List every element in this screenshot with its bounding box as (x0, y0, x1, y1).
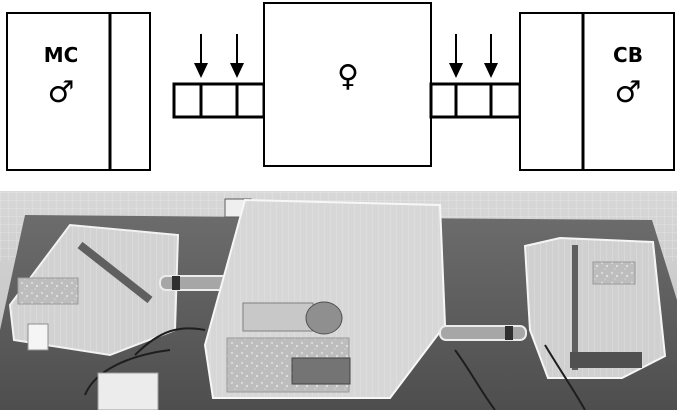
left-cage: MC ♂ (7, 13, 150, 170)
photo-right-tube (440, 326, 526, 340)
photo (0, 191, 677, 410)
left-cage-box (7, 13, 150, 170)
photo-left-tube (160, 276, 230, 290)
center-cage-female-symbol: ♀ (337, 59, 359, 94)
arrow-down-icon (194, 63, 208, 78)
right-cage-box (520, 13, 674, 170)
left-cage-male-symbol: ♂ (48, 75, 75, 110)
left-arrows (194, 34, 244, 78)
right-arrows (449, 34, 498, 78)
arrow-down-icon (449, 63, 463, 78)
right-cage-label: CB (613, 43, 643, 67)
photo-right-cage (525, 238, 665, 378)
arrow-down-icon (230, 63, 244, 78)
right-tube-body (431, 84, 520, 117)
photo-device-box (98, 373, 158, 410)
arrow-down-icon (484, 63, 498, 78)
right-cage: CB ♂ (520, 13, 674, 170)
right-cage-male-symbol: ♂ (615, 75, 642, 110)
left-cage-label: MC (44, 43, 79, 67)
photo-center-cage (205, 200, 445, 398)
left-tube (174, 84, 264, 117)
left-tube-body (174, 84, 264, 117)
diagram: MC ♂ ♀ (7, 3, 674, 170)
center-cage: ♀ (264, 3, 431, 166)
right-tube (431, 84, 520, 117)
